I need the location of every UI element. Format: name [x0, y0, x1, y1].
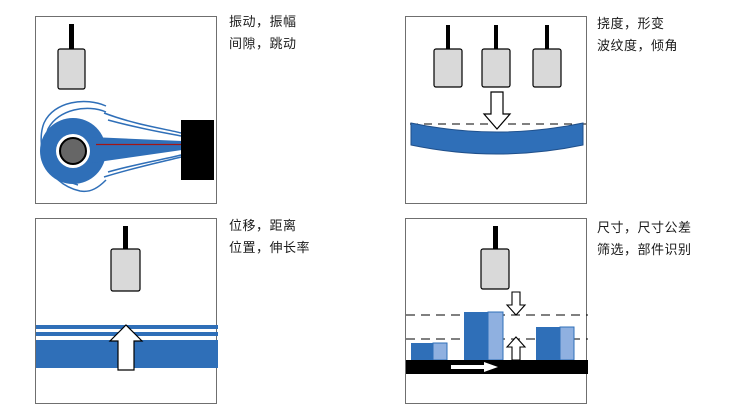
dimension-diagram — [406, 226, 588, 374]
caption-line: 波纹度，倾角 — [597, 39, 679, 54]
small-part — [411, 342, 448, 361]
tall-part — [464, 311, 504, 361]
sensor-icon — [532, 25, 562, 88]
rotating-shaft — [40, 118, 184, 184]
deflection-panel — [405, 16, 587, 204]
deflection-diagram — [410, 25, 586, 155]
caption-line: 位置，伸长率 — [229, 241, 311, 256]
conveyor-direction-arrow — [451, 362, 498, 372]
vibration-diagram — [40, 24, 214, 193]
sensor-icon — [433, 25, 463, 88]
caption-line: 挠度，形变 — [597, 17, 665, 32]
sensor-icon — [57, 24, 86, 90]
deflection-caption: 挠度，形变 波纹度，倾角 — [597, 14, 678, 58]
displacement-arrow-up — [108, 324, 144, 371]
bent-beam — [410, 122, 584, 155]
medium-part — [536, 326, 575, 361]
sensor-icon — [481, 25, 511, 88]
vibration-waves — [40, 100, 182, 193]
bearing-block — [181, 120, 214, 180]
caption-line: 筛选，部件识别 — [597, 243, 692, 258]
vibration-panel — [35, 16, 217, 204]
caption-line: 间隙，跳动 — [229, 37, 297, 52]
caption-line: 尺寸，尺寸公差 — [597, 221, 692, 236]
displacement-panel — [35, 218, 218, 404]
dimension-caption: 尺寸，尺寸公差 筛选，部件识别 — [597, 218, 692, 262]
sensor-icon — [110, 226, 141, 292]
upper-limit-arrow — [505, 291, 527, 316]
displacement-caption: 位移，距离 位置，伸长率 — [229, 216, 310, 260]
force-arrow-down — [482, 91, 512, 130]
lower-limit-arrow — [505, 336, 527, 361]
caption-line: 位移，距离 — [229, 219, 297, 234]
displacement-diagram — [36, 226, 218, 371]
dimension-panel — [405, 218, 588, 404]
caption-line: 振动，振幅 — [229, 15, 297, 30]
vibration-caption: 振动，振幅 间隙，跳动 — [229, 12, 297, 56]
sensor-icon — [480, 226, 510, 290]
